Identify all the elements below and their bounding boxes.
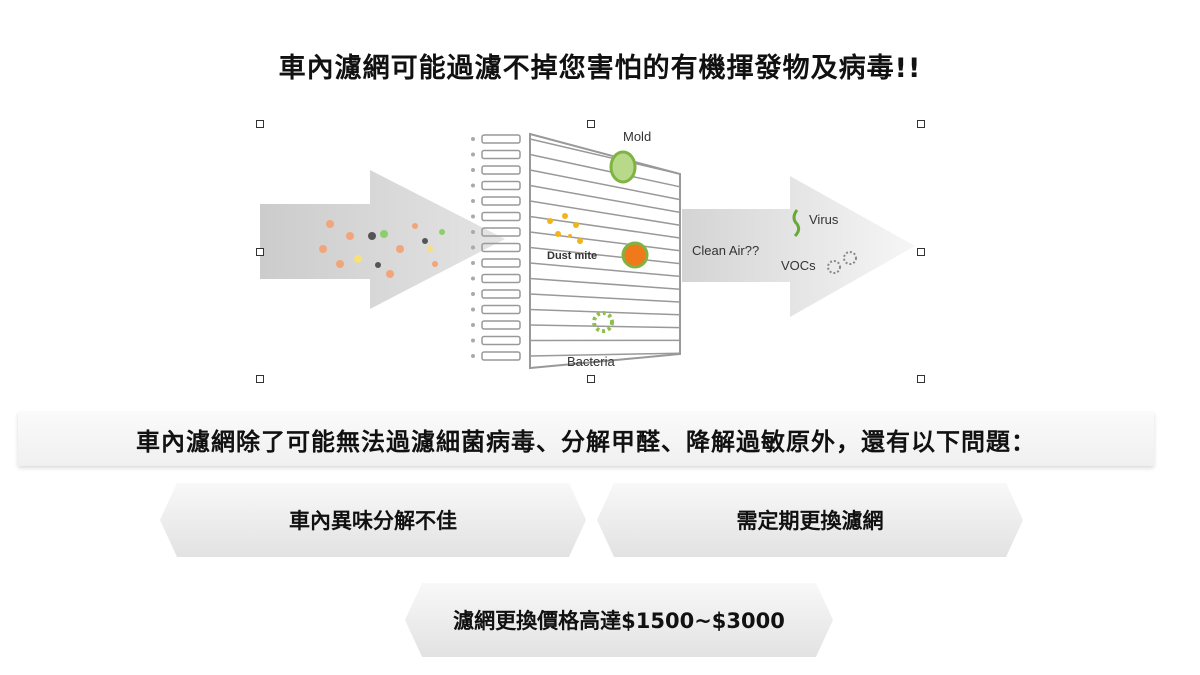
- filter-dot: [471, 245, 475, 250]
- problem-filter-cost: 濾網更換價格高達$1500~$3000: [405, 583, 833, 657]
- filter-line: [529, 138, 681, 175]
- problem-replace-filter: 需定期更換濾網: [597, 483, 1023, 557]
- filter-line: [529, 352, 681, 357]
- filter-dot: [471, 338, 475, 343]
- resize-handle[interactable]: [256, 248, 264, 256]
- filter-slat: [481, 273, 521, 284]
- filter-slat: [481, 180, 521, 191]
- filter-line: [529, 215, 681, 239]
- filter-dot: [471, 199, 475, 203]
- label-dust-mite: Dust mite: [547, 250, 597, 262]
- germ-icon: [621, 241, 649, 269]
- bacteria-icon: [592, 311, 614, 333]
- filter-dot: [471, 276, 475, 281]
- filter-line: [529, 246, 681, 265]
- filter-dot: [471, 354, 475, 358]
- filter-slat: [481, 134, 521, 144]
- incoming-air-arrow: [260, 170, 505, 309]
- filter-dot: [471, 152, 475, 157]
- problem-odor: 車內異味分解不佳: [160, 483, 586, 557]
- resize-handle[interactable]: [256, 375, 264, 383]
- filter-line: [529, 200, 681, 226]
- filter-line: [529, 153, 681, 188]
- filter-dot: [471, 292, 475, 296]
- filter-slat: [481, 289, 521, 299]
- filter-dot: [471, 230, 475, 234]
- filter-dot: [471, 307, 475, 312]
- label-bacteria: Bacteria: [567, 354, 615, 369]
- label-clean-air: Clean Air??: [692, 243, 759, 258]
- voc-icon: [843, 251, 857, 265]
- filter-line: [529, 184, 681, 214]
- filter-slat: [481, 304, 521, 315]
- filter-slat: [481, 258, 521, 268]
- filter-dot: [471, 261, 475, 265]
- filter-line: [529, 169, 681, 201]
- mold-icon: [609, 150, 637, 184]
- outgoing-air-arrow: [682, 176, 915, 317]
- filter-line: [529, 293, 681, 303]
- label-mold: Mold: [623, 129, 651, 144]
- dust-mite-icon: [547, 213, 583, 244]
- filter-slat: [481, 211, 521, 222]
- filter-slat: [481, 227, 521, 237]
- label-virus: Virus: [809, 212, 839, 227]
- filter-dot: [471, 214, 475, 219]
- particles: [319, 220, 445, 278]
- virus-icon: [792, 209, 801, 238]
- problems-banner: 車內濾網除了可能無法過濾細菌病毒、分解甲醛、降解過敏原外，還有以下問題：: [18, 412, 1154, 466]
- slide-title: 車內濾網可能過濾不掉您害怕的有機揮發物及病毒!!: [278, 53, 922, 84]
- filter-dot: [471, 183, 475, 188]
- filter-slat: [481, 351, 521, 361]
- filter-dot: [471, 137, 475, 141]
- resize-handle[interactable]: [917, 120, 925, 128]
- filter-line: [529, 277, 681, 290]
- resize-handle[interactable]: [587, 375, 595, 383]
- resize-handle[interactable]: [917, 375, 925, 383]
- filter-slat: [481, 242, 521, 253]
- resize-handle[interactable]: [587, 120, 595, 128]
- filter-slat: [481, 320, 521, 330]
- filter-slat: [481, 165, 521, 175]
- resize-handle[interactable]: [256, 120, 264, 128]
- filter-slat: [481, 149, 521, 160]
- filter-slat: [481, 335, 521, 346]
- filter-slat: [481, 196, 521, 206]
- filter-line: [529, 231, 681, 252]
- filter-line: [529, 262, 681, 278]
- filter-line: [529, 324, 681, 329]
- voc-icon: [827, 260, 841, 274]
- label-vocs: VOCs: [781, 258, 816, 273]
- filter-diagram-image[interactable]: /* decorative */ Mold Dust mite Bacteria…: [260, 124, 921, 379]
- resize-handle[interactable]: [917, 248, 925, 256]
- filter-dot: [471, 168, 475, 172]
- filter-dot: [471, 323, 475, 327]
